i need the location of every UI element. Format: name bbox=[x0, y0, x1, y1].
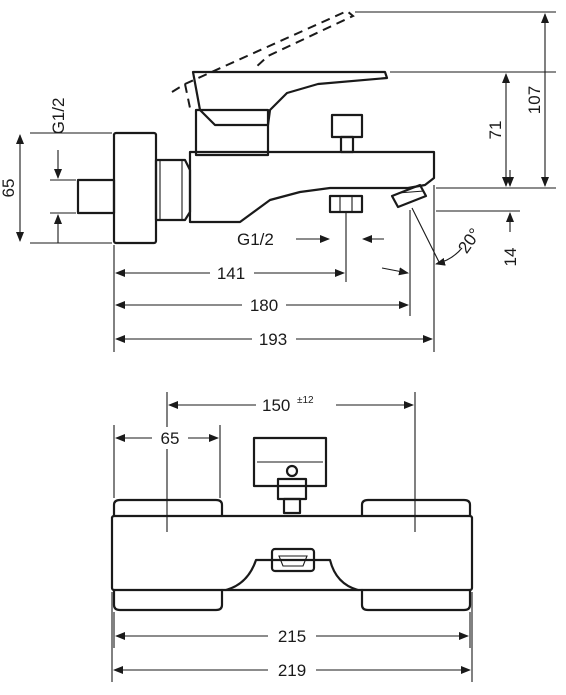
dim-height-107: 107 bbox=[525, 86, 544, 114]
left-end-cap-bottom bbox=[112, 588, 224, 612]
dim-height-71: 71 bbox=[486, 121, 505, 140]
dim-body-215: 215 bbox=[278, 627, 306, 646]
diverter-knob bbox=[330, 113, 364, 139]
s-union-pipe bbox=[76, 178, 116, 215]
front-lever bbox=[252, 436, 328, 488]
dim-overall-219: 219 bbox=[278, 661, 306, 680]
side-view: 65 G1/2 G1/2 141 180 193 71 107 14 bbox=[0, 9, 556, 352]
aerator-grille bbox=[278, 555, 308, 567]
lever-collar bbox=[194, 108, 270, 157]
dim-depth-180: 180 bbox=[250, 296, 278, 315]
dim-escutcheon-65: 65 bbox=[161, 429, 180, 448]
dim-height-65: 65 bbox=[0, 179, 18, 198]
front-diverter-body bbox=[276, 477, 308, 501]
connection-nut bbox=[154, 158, 192, 222]
front-diverter-knob bbox=[285, 464, 299, 478]
mixer-body bbox=[188, 150, 436, 224]
aerator-line bbox=[397, 190, 425, 194]
mixer-lever bbox=[191, 70, 389, 127]
outlet-thread-label: G1/2 bbox=[237, 230, 274, 249]
front-body bbox=[110, 514, 474, 592]
spout-aerator bbox=[390, 183, 428, 209]
front-diverter-stem bbox=[282, 497, 302, 515]
left-end-cap bbox=[112, 498, 224, 518]
right-end-cap bbox=[360, 498, 472, 518]
dim-depth-193: 193 bbox=[259, 330, 287, 349]
wall-flange bbox=[112, 131, 158, 245]
outlet-connection bbox=[328, 194, 364, 214]
right-end-cap-bottom bbox=[360, 588, 472, 612]
lever-open-position bbox=[171, 9, 355, 109]
front-aerator bbox=[270, 547, 316, 573]
dim-centre-tolerance: ±12 bbox=[297, 395, 314, 406]
dim-depth-141: 141 bbox=[217, 264, 245, 283]
dim-centre-distance: 150 bbox=[262, 396, 290, 415]
front-view: 150 ±12 65 215 219 bbox=[110, 392, 474, 682]
front-spout bbox=[224, 558, 360, 592]
dim-spout-drop-14: 14 bbox=[501, 248, 520, 267]
diverter-stem bbox=[339, 135, 355, 154]
inlet-thread-label: G1/2 bbox=[49, 98, 68, 135]
